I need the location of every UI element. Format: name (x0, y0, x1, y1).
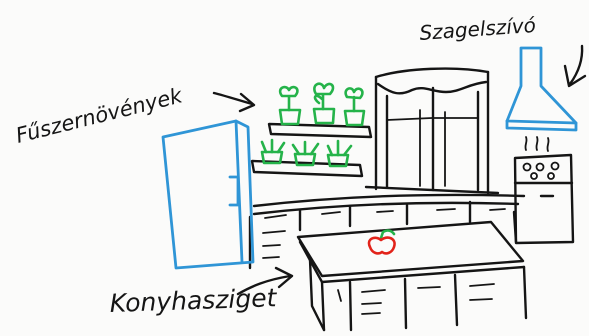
herb-pot-icon-lower-2 (291, 140, 320, 167)
arrow-icon-spice-plants (212, 91, 256, 113)
refrigerator-icon (161, 119, 255, 270)
apple-icon (367, 229, 396, 255)
herb-pot-icon-upper-2 (312, 82, 336, 125)
label-range-hood: Szagelszívó (419, 13, 537, 45)
herb-pot-icon-upper-1 (278, 85, 302, 126)
herb-pot-icon-lower-1 (260, 138, 286, 165)
upper-shelf (267, 122, 373, 139)
range-hood-icon (505, 46, 578, 132)
lower-shelf (250, 159, 364, 178)
back-counter (248, 193, 526, 270)
kitchen-island (296, 220, 528, 332)
stove-icon (513, 136, 575, 245)
herb-pot-icon-lower-3 (326, 139, 353, 168)
arrow-icon-kitchen-island (236, 266, 294, 296)
label-spice-plants: Fűszernövények (13, 83, 185, 148)
herb-pot-icon-upper-3 (343, 87, 366, 127)
label-kitchen-island: Konyhasziget (109, 283, 278, 318)
window-icon (364, 67, 500, 195)
arrow-icon-range-hood (563, 44, 587, 88)
